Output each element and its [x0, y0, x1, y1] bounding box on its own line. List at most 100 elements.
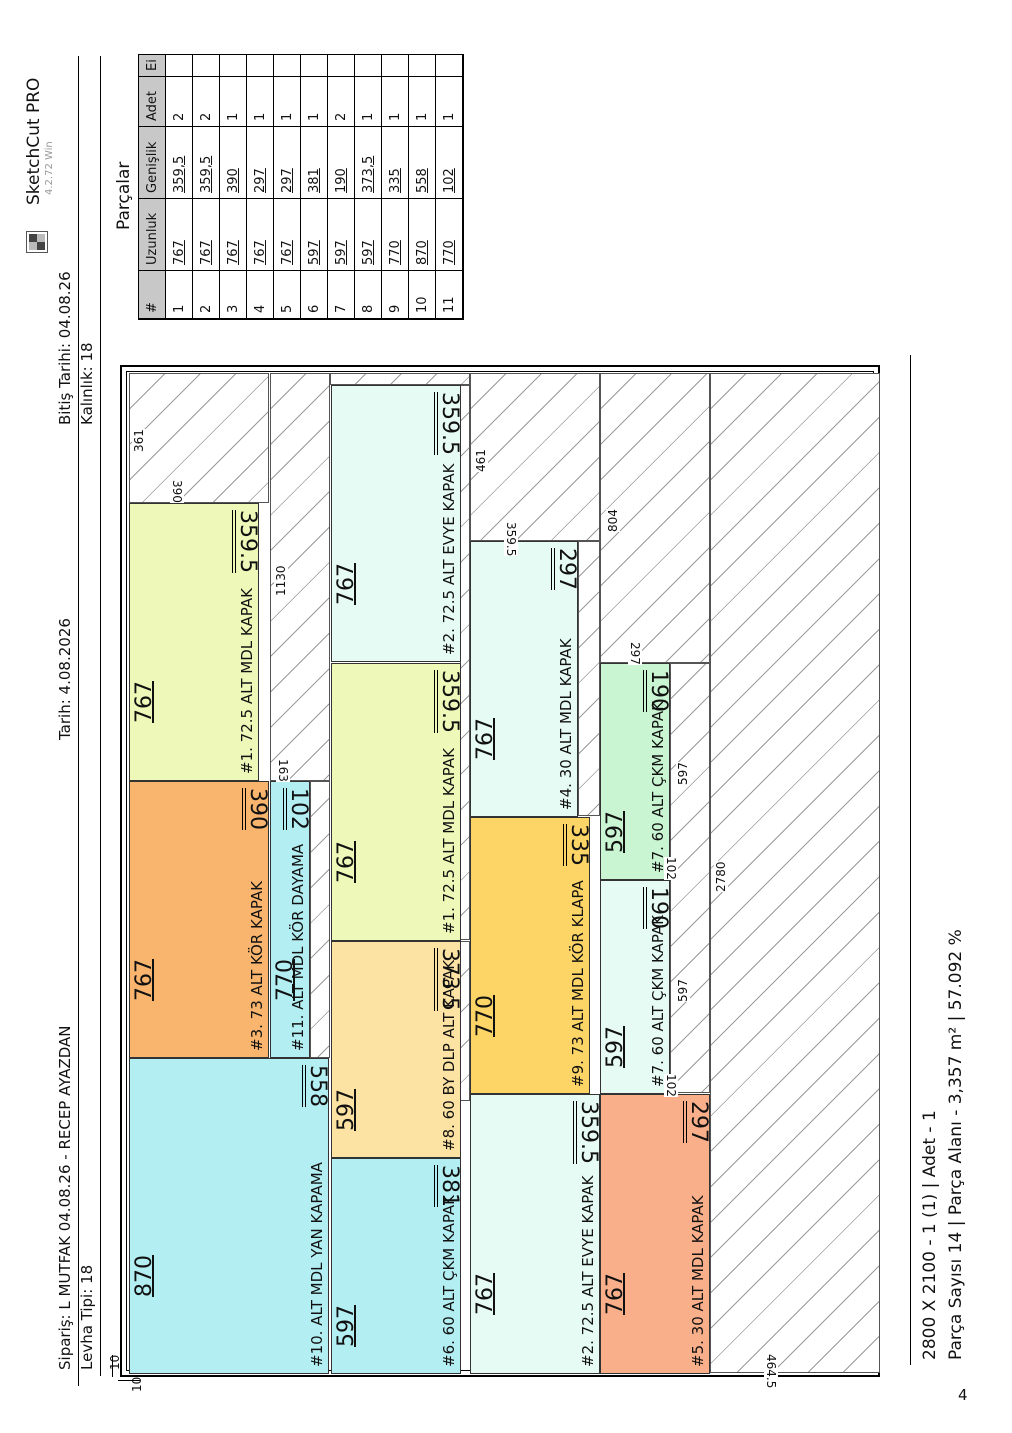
parts-table-cell: 1 — [166, 271, 192, 319]
thickness-value: 18 — [78, 342, 96, 362]
app-name: SketchCut PRO — [24, 77, 44, 205]
parts-table-cell-text: Adet — [145, 90, 160, 121]
parts-table-cell-text: 1 — [388, 112, 403, 121]
waste-area — [129, 373, 269, 503]
parts-table-cell-text: 297 — [253, 168, 268, 193]
parts-table-cell — [274, 55, 300, 77]
parts-table-cell-text: 359,5 — [172, 155, 187, 193]
piece-width: 558 — [302, 1065, 328, 1107]
parts-table-header-cell: # — [139, 271, 165, 319]
parts-table-cell: 767 — [274, 199, 300, 271]
piece-length: 767 — [132, 681, 157, 723]
parts-table-cell-text: 3 — [226, 304, 241, 313]
date-line: Tarih: 4.08.2026 — [56, 618, 74, 740]
date-value: 4.08.2026 — [56, 618, 74, 695]
piece-length: 597 — [603, 1026, 628, 1068]
waste-dimension-label: 597 — [676, 762, 690, 785]
parts-table-cell: 2 — [193, 271, 219, 319]
parts-table-cell: 558 — [409, 127, 435, 199]
piece-label: #4. 30 ALT MDL KAPAK — [557, 638, 575, 810]
piece-width: 381 — [434, 1165, 460, 1207]
thickness-label: Kalınlık: — [78, 366, 96, 425]
parts-table-cell — [409, 55, 435, 77]
parts-table-cell: 373,5 — [355, 127, 381, 199]
piece-label: #2. 72.5 ALT EVYE KAPAK — [440, 463, 458, 655]
parts-table-cell: 1 — [409, 77, 435, 127]
parts-table-cell — [301, 55, 327, 77]
parts-table-cell-text: 359,5 — [199, 155, 214, 193]
parts-table-cell-text: 1 — [361, 112, 376, 121]
waste-dimension-label: 804 — [606, 509, 620, 532]
piece-width: 359.5 — [434, 392, 460, 455]
parts-table-cell: 767 — [220, 199, 246, 271]
parts-table-cell: 190 — [328, 127, 354, 199]
edge-mark-line-2 — [118, 1380, 140, 1381]
piece-label: #10. ALT MDL YAN KAPAMA — [308, 1162, 326, 1367]
parts-table-cell: 767 — [247, 199, 273, 271]
parts-table-cell-text: 297 — [280, 168, 295, 193]
order-label: Sipariş: — [56, 1314, 74, 1370]
parts-table-cell-text: 2 — [199, 112, 214, 121]
parts-table-cell: 597 — [328, 199, 354, 271]
parts-table-cell-text: 381 — [307, 168, 322, 193]
piece-label: #3. 73 ALT KÖR KAPAK — [248, 880, 266, 1051]
parts-table-cell-text: 767 — [253, 240, 268, 265]
parts-table-cell — [436, 55, 462, 77]
parts-table-cell: 3 — [220, 271, 246, 319]
header-rule-1 — [78, 56, 79, 1386]
parts-table-cell-text: 190 — [334, 168, 349, 193]
parts-table-cell-text: 1 — [415, 112, 430, 121]
parts-table-cell-text: 1 — [442, 112, 457, 121]
parts-table-cell: 2 — [166, 77, 192, 127]
piece-length: 597 — [334, 1088, 359, 1131]
parts-table-header-cell: Ei — [139, 55, 165, 77]
edge-mark-bottom: 10 — [130, 1376, 144, 1392]
piece-label: #7. 60 ALT ÇKM KAPAK — [649, 914, 667, 1087]
piece-label: #1. 72.5 ALT MDL KAPAK — [440, 748, 458, 934]
parts-table-cell-text: 6 — [307, 304, 322, 313]
parts-table-cell-text: 1 — [253, 112, 268, 121]
piece-label: #5. 30 ALT MDL KAPAK — [689, 1195, 707, 1367]
parts-table-cell: 1 — [355, 77, 381, 127]
order-value: L MUTFAK 04.08.26 - RECEP AYAZDAN — [56, 1025, 74, 1310]
sheet-type-label: Levha Tipi: — [78, 1288, 96, 1370]
footer-line-1: 2800 X 2100 - 1 (1) | Adet - 1 — [920, 1110, 940, 1360]
parts-table-cell-text: Ei — [145, 59, 160, 71]
parts-table-cell: 7 — [328, 271, 354, 319]
sheet-type-line: Levha Tipi: 18 — [78, 1265, 96, 1370]
parts-table-cell — [193, 55, 219, 77]
parts-table-cell-text: 1 — [226, 112, 241, 121]
date-label: Tarih: — [56, 699, 74, 740]
parts-table-cell-text: 4 — [253, 304, 268, 313]
parts-table-cell-text: 770 — [388, 240, 403, 265]
parts-table-cell-text: 1 — [280, 112, 295, 121]
parts-table-header-cell: Adet — [139, 77, 165, 127]
parts-table-cell-text: 597 — [361, 240, 376, 265]
end-date-line: Bitiş Tarihi: 04.08.26 — [56, 271, 74, 425]
piece-label: #6. 60 ALT ÇKM KAPAK — [440, 1194, 458, 1367]
parts-table-cell: 390 — [220, 127, 246, 199]
piece-length: 767 — [334, 562, 359, 605]
parts-table-cell-text: 1 — [172, 304, 187, 313]
parts-table-cell: 1 — [274, 77, 300, 127]
parts-table-cell-text: 767 — [172, 240, 187, 265]
parts-table-cell-text: 8 — [361, 304, 376, 313]
piece-label: #9. 73 ALT MDL KÖR KLAPA — [569, 880, 587, 1087]
parts-table-cell — [166, 55, 192, 77]
waste-area — [578, 541, 600, 816]
piece-length: 770 — [473, 994, 498, 1037]
parts-table-cell: 11 — [436, 271, 462, 319]
piece-width: 359.5 — [434, 670, 460, 733]
